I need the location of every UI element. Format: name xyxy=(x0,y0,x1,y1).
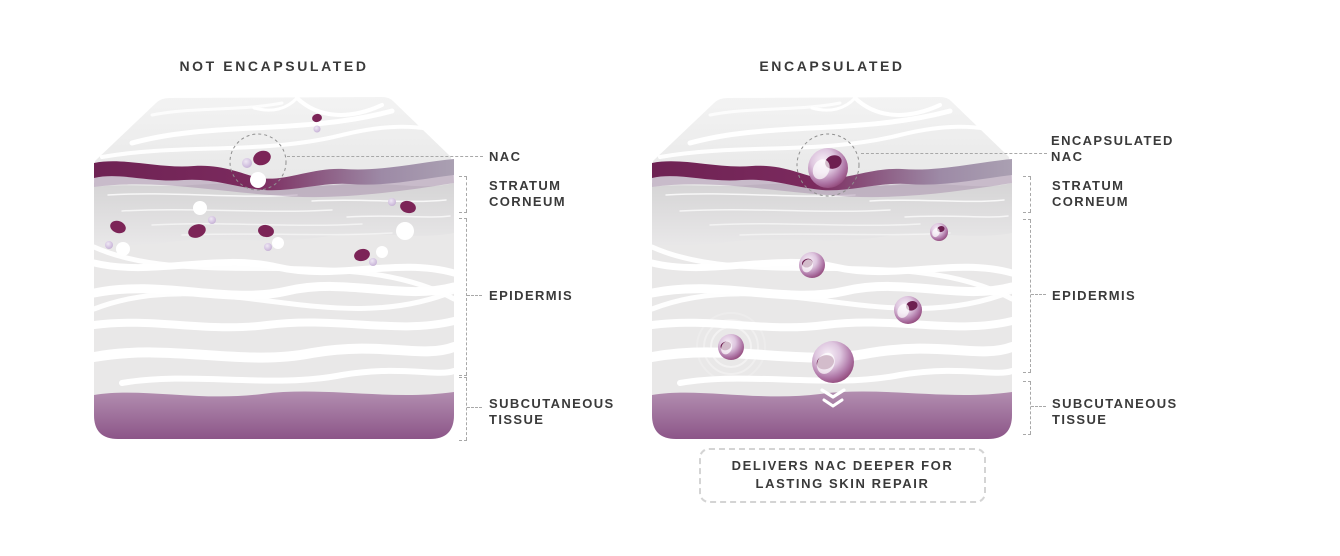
nac-particle xyxy=(188,224,206,238)
nac-particles-group xyxy=(105,113,416,266)
label-subcutaneous-left: SUBCUTANEOUS TISSUE xyxy=(489,396,615,427)
label-stratum-corneum-left: STRATUM CORNEUM xyxy=(489,178,566,209)
label-epidermis-left: EPIDERMIS xyxy=(489,288,574,303)
down-chevron-icon xyxy=(822,398,844,408)
stratum-corneum-band xyxy=(94,159,454,191)
capsule-highlight xyxy=(721,341,733,355)
nac-particle xyxy=(110,220,126,234)
stratum-corneum-bracket-right xyxy=(1023,176,1031,213)
nac-particle xyxy=(253,150,271,166)
stratum-corneum-bracket-left xyxy=(459,176,467,213)
caption-delivers-nac-deeper: DELIVERS NAC DEEPER FOR LASTING SKIN REP… xyxy=(699,448,986,503)
white-particle xyxy=(116,242,130,256)
bracket-tick xyxy=(467,407,482,408)
label-nac: NAC xyxy=(489,149,522,164)
bracket-tick xyxy=(467,295,482,296)
epidermis-streaks xyxy=(665,193,1009,236)
epidermis-bracket-left xyxy=(459,218,482,376)
white-particle xyxy=(376,246,388,258)
capsule-highlight xyxy=(897,303,910,318)
lavender-particle xyxy=(388,198,396,206)
nac-particle xyxy=(354,248,370,262)
encapsulated-nac-capsules-group xyxy=(696,133,948,408)
skin-illustration-not-encapsulated xyxy=(92,96,456,439)
upper-epidermis-band xyxy=(94,183,454,247)
skin-illustration-encapsulated xyxy=(650,96,1014,439)
white-particle xyxy=(396,222,414,240)
surface-folds xyxy=(100,96,450,159)
lavender-particle xyxy=(242,158,252,168)
skin-layers xyxy=(92,96,456,439)
capsule-highlight xyxy=(812,159,830,180)
lavender-particle xyxy=(208,216,216,224)
subcutaneous-bracket-right xyxy=(1023,381,1046,435)
epidermis-streaks xyxy=(107,193,451,236)
label-encapsulated-nac: ENCAPSULATED NAC xyxy=(1051,133,1174,164)
capsule-highlight xyxy=(802,259,814,273)
capsule-highlight xyxy=(932,228,940,238)
subcutaneous-bracket-left xyxy=(459,377,482,441)
white-particle xyxy=(193,201,207,215)
capsule-highlight xyxy=(816,352,835,374)
bracket-tick xyxy=(1031,406,1046,407)
nac-leader-line xyxy=(287,156,483,157)
ripple-ring xyxy=(703,319,759,375)
upper-epidermis-band xyxy=(652,183,1012,247)
encapsulated-nac-dashed-circle xyxy=(796,133,860,197)
label-stratum-corneum-right: STRATUM CORNEUM xyxy=(1052,178,1129,209)
down-chevron-icon xyxy=(820,388,846,399)
epidermis-fiber-ribbons xyxy=(92,244,456,386)
nac-particle xyxy=(258,224,274,238)
skin-layers xyxy=(650,96,1014,439)
ripple-ring xyxy=(696,312,766,382)
encapsulated-nac-leader-line xyxy=(861,153,1047,154)
epidermis-fiber-ribbons xyxy=(650,244,1014,386)
ripple-ring xyxy=(710,326,752,368)
nac-particle xyxy=(312,113,322,123)
label-subcutaneous-right: SUBCUTANEOUS TISSUE xyxy=(1052,396,1178,427)
lavender-particle xyxy=(264,243,272,251)
panel-title-not-encapsulated: NOT ENCAPSULATED xyxy=(179,58,369,74)
white-particle xyxy=(272,237,284,249)
lavender-particle xyxy=(313,125,321,133)
nac-highlight-dashed-circle xyxy=(229,133,287,191)
subcutaneous-layer xyxy=(652,391,1012,439)
lavender-particle xyxy=(369,258,377,266)
white-particle xyxy=(250,172,266,188)
surface-folds xyxy=(658,96,1008,159)
bracket-tick xyxy=(1031,294,1046,295)
label-epidermis-right: EPIDERMIS xyxy=(1052,288,1137,303)
lavender-particle xyxy=(105,241,113,249)
subcutaneous-layer xyxy=(94,391,454,439)
stratum-corneum-band xyxy=(652,159,1012,191)
nac-particle xyxy=(400,200,416,214)
epidermis-bracket-right xyxy=(1023,219,1046,373)
panel-title-encapsulated: ENCAPSULATED xyxy=(759,58,905,74)
